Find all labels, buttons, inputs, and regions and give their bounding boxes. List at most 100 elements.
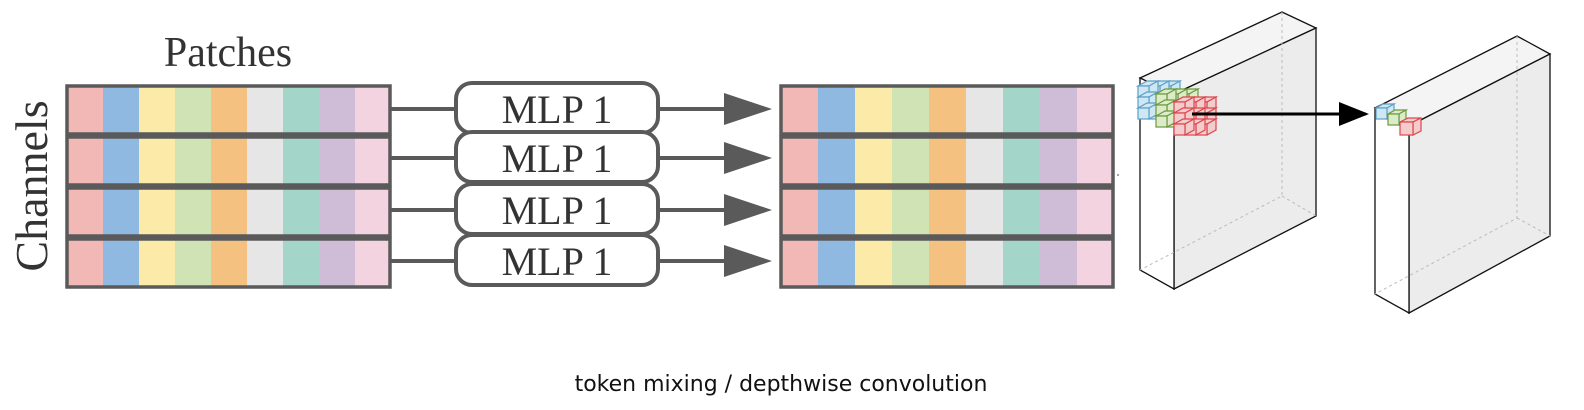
patch-cell: [818, 137, 855, 185]
patch-cell: [892, 239, 929, 287]
patch-cell: [855, 137, 892, 185]
patch-cell: [67, 188, 103, 236]
patch-cell: [1040, 137, 1077, 185]
output-patch-matrix: [779, 84, 1115, 289]
patch-cell: [781, 137, 818, 185]
mlp-row: MLP 1: [390, 81, 772, 135]
patch-cell: [67, 239, 103, 287]
patch-cell: [929, 137, 966, 185]
patch-cell: [211, 188, 247, 236]
patch-cell: [175, 137, 211, 185]
input-patch-row: [65, 84, 392, 136]
output-feature-slab: [1373, 35, 1552, 315]
patch-cell: [103, 188, 139, 236]
patch-cell: [818, 86, 855, 134]
output-patch-row-frame: [779, 84, 1115, 136]
patch-cell: [1003, 137, 1040, 185]
patch-cell: [283, 239, 319, 287]
patch-cell: [355, 188, 390, 236]
arrow-head: [724, 93, 772, 125]
patch-cell: [1077, 188, 1113, 236]
depthwise-kernel-cubes: [1135, 79, 1219, 137]
output-patch-row-frame: [779, 186, 1115, 238]
mlp-row: MLP 1: [390, 233, 772, 287]
patch-cell: [175, 188, 211, 236]
patch-cell: [1077, 239, 1113, 287]
patch-cell: [211, 137, 247, 185]
output-patch-row-frame: [779, 237, 1115, 289]
patch-cell: [1003, 239, 1040, 287]
patch-cell: [1077, 86, 1113, 134]
patch-cell: [1040, 239, 1077, 287]
patch-cell: [355, 137, 390, 185]
patch-cell: [355, 239, 390, 287]
patch-cell: [966, 188, 1003, 236]
channels-label: Channels: [6, 100, 57, 271]
patch-cell: [966, 239, 1003, 287]
output-pixel-cubes: [1373, 102, 1422, 136]
patch-cell: [966, 137, 1003, 185]
patch-cell: [966, 86, 1003, 134]
mlp-label: MLP 1: [502, 239, 613, 284]
patch-cell: [139, 137, 175, 185]
patch-cell: [818, 188, 855, 236]
mlp-row: MLP 1: [390, 182, 772, 236]
patch-cell: [211, 86, 247, 134]
patch-cell: [319, 239, 355, 287]
input-patch-row: [65, 186, 392, 238]
mlp-label: MLP 1: [502, 136, 613, 181]
patch-cell: [319, 86, 355, 134]
output-patch-row: [779, 84, 1115, 136]
patch-cell: [1003, 188, 1040, 236]
patch-cell: [139, 86, 175, 134]
kernel-voxel: [1399, 117, 1422, 136]
output-patch-row: [779, 186, 1115, 238]
patch-cell: [781, 86, 818, 134]
patch-cell: [892, 86, 929, 134]
patch-cell: [67, 137, 103, 185]
patch-cell: [855, 239, 892, 287]
patch-cell: [139, 239, 175, 287]
patch-cell: [929, 86, 966, 134]
mlp-label: MLP 1: [502, 188, 613, 233]
patch-cell: [1040, 86, 1077, 134]
input-patch-row: [65, 237, 392, 289]
input-feature-slab: [1138, 11, 1318, 291]
patch-cell: [1077, 137, 1113, 185]
patch-cell: [283, 86, 319, 134]
stray-dot: [1117, 174, 1119, 176]
arrow-head: [724, 142, 772, 174]
caption: token mixing / depthwise convolution: [575, 372, 988, 397]
output-patch-row: [779, 237, 1115, 289]
patch-cell: [247, 86, 283, 134]
output-patch-row: [779, 135, 1115, 187]
patch-cell: [103, 239, 139, 287]
arrow-head: [724, 194, 772, 226]
arrow-head: [724, 245, 772, 277]
patch-cell: [103, 86, 139, 134]
output-patch-row-frame: [779, 135, 1115, 187]
patch-cell: [319, 188, 355, 236]
patch-cell: [892, 188, 929, 236]
patch-cell: [175, 86, 211, 134]
patch-cell: [1040, 188, 1077, 236]
patch-cell: [103, 137, 139, 185]
input-patch-matrix: [65, 84, 392, 289]
patch-cell: [211, 239, 247, 287]
patch-cell: [247, 137, 283, 185]
patch-cell: [247, 188, 283, 236]
patch-cell: [818, 239, 855, 287]
patch-cell: [283, 188, 319, 236]
patch-cell: [247, 239, 283, 287]
mlp-label: MLP 1: [502, 87, 613, 132]
patch-cell: [929, 188, 966, 236]
patch-cell: [892, 137, 929, 185]
input-patch-row-frame: [65, 135, 392, 187]
patch-cell: [67, 86, 103, 134]
mlp-row: MLP 1: [390, 130, 772, 184]
patch-cell: [781, 239, 818, 287]
patch-cell: [139, 188, 175, 236]
patch-cell: [1003, 86, 1040, 134]
